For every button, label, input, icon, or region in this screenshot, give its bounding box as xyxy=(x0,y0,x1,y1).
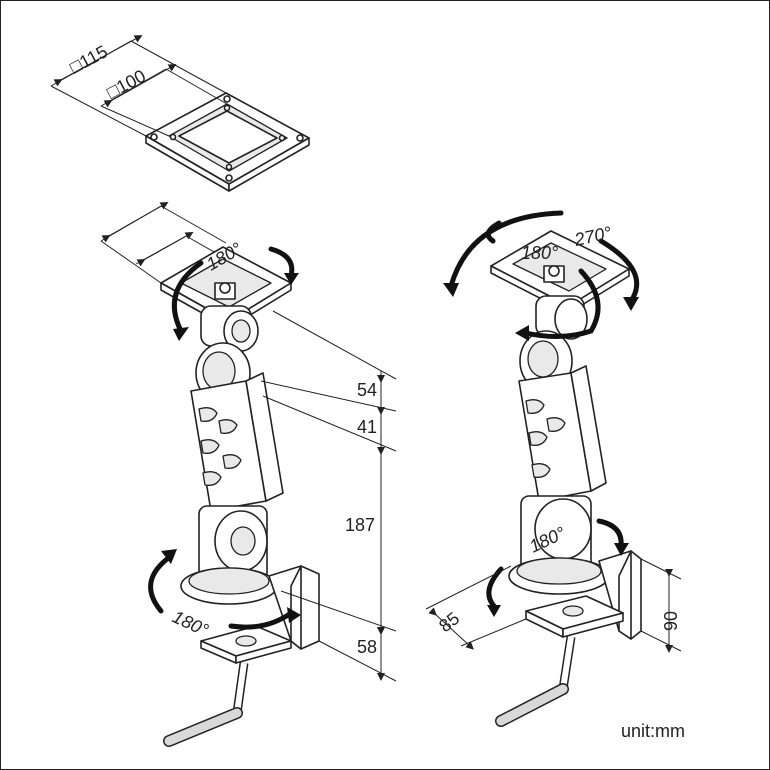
dim-joint-gap: 41 xyxy=(357,417,377,437)
left-mount-assembly xyxy=(100,202,320,747)
angle-tilt-right: 180° xyxy=(521,243,558,263)
left-head-rotation-arrow xyxy=(171,246,299,341)
dim-arm-length: 187 xyxy=(345,515,375,535)
dim-upper-joint: 54 xyxy=(357,380,377,400)
right-clamp-dimension-lines xyxy=(425,558,682,653)
dim-clamp-height-left: 58 xyxy=(357,637,377,657)
vesa-adapter-plate xyxy=(145,92,310,192)
right-mount-assembly xyxy=(490,230,642,727)
dim-plate-outer-large: □115 xyxy=(66,41,110,77)
right-tilt-rotation-arrow xyxy=(485,220,601,341)
dim-clamp-height-right: 90 xyxy=(661,611,681,631)
unit-label: unit:mm xyxy=(621,721,685,741)
angle-base-left: 180° xyxy=(169,606,211,640)
dim-plate-inner-large: □100 xyxy=(103,66,149,103)
vertical-dimension-lines xyxy=(260,310,397,682)
vesa-plate-dimension-lines xyxy=(50,35,228,137)
left-base-rotation-arrow xyxy=(148,549,301,630)
dim-clamp-depth: 85 xyxy=(435,608,463,636)
